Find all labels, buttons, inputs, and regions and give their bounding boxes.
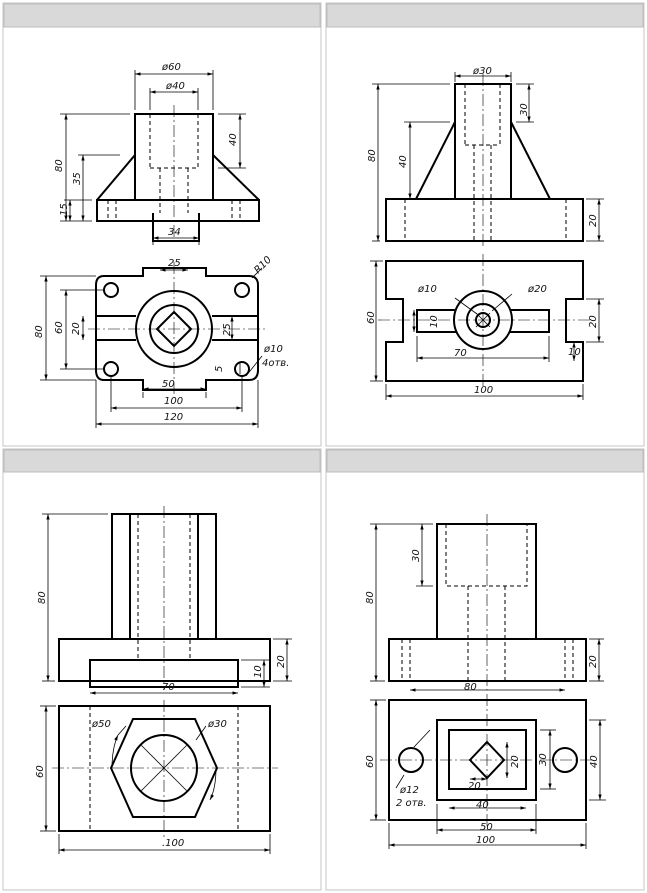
panel-header-bottom-right: [326, 449, 644, 473]
panel-header-bottom-left: [3, 449, 321, 473]
dim-w100: 100: [474, 385, 493, 396]
dim-h10: 10: [253, 665, 264, 678]
dim-h20: 20: [588, 655, 599, 668]
panel-header-top-right: [326, 3, 644, 28]
dim-d50: ø50: [91, 719, 111, 730]
dim-h40: 40: [228, 133, 239, 146]
dim-w50: 50: [162, 379, 175, 390]
dim-d40: ø40: [165, 81, 185, 92]
dim-v60: 60: [365, 755, 376, 768]
dim-v20: 20: [588, 315, 599, 328]
dim-d60: ø60: [161, 62, 181, 73]
dim-h80: 80: [365, 591, 376, 604]
dim-w40: 40: [476, 800, 489, 811]
dim-h25: 25: [222, 323, 233, 336]
front-view-1: ø60 ø40 40 80 35 15 34: [54, 62, 260, 245]
dim-v40: 40: [589, 755, 600, 768]
top-view-2: 60 ø10 ø20 10 70 20 10 100: [366, 254, 604, 400]
dim-w120: 120: [164, 412, 183, 423]
dim-v30: 30: [538, 753, 549, 766]
dim-d30: ø30: [207, 719, 227, 730]
dim-s20a: 20: [468, 781, 481, 792]
dim-d10: ø10: [263, 344, 283, 355]
dim-v60: 60: [366, 311, 377, 324]
dim-d20: ø20: [527, 284, 547, 295]
dim-v20: 20: [71, 322, 82, 335]
dim-s20b: 20: [510, 755, 521, 768]
dim-h40: 40: [398, 155, 409, 168]
front-view-3: 80 20 10 70: [37, 506, 292, 695]
dim-d30: ø30: [472, 66, 492, 77]
top-view-3: ø50 ø30 60 .100: [35, 700, 278, 854]
dim-holes: 4отв.: [262, 358, 289, 369]
top-view-4: 60 30 40 20 20 ø12 2 отв. 40 50 100: [365, 694, 606, 849]
dim-h80: 80: [367, 149, 378, 162]
dim-h15: 15: [59, 203, 70, 216]
dim-v60: 60: [35, 765, 46, 778]
dim-h20: 20: [588, 214, 599, 227]
dim-v80: 80: [34, 325, 45, 338]
front-view-4: 30 80 20 80: [365, 514, 604, 693]
dim-w100: .100: [162, 838, 184, 849]
dim-d10: ø10: [417, 284, 437, 295]
dim-w70: 70: [454, 348, 467, 359]
dim-holes: 2 отв.: [396, 798, 427, 809]
dim-w100: 100: [164, 396, 183, 407]
dim-s10: 10: [429, 315, 440, 328]
panel-top-left: ø60 ø40 40 80 35 15 34: [34, 62, 289, 428]
dim-h35: 35: [72, 172, 83, 185]
dim-h80: 80: [54, 159, 65, 172]
dim-h20: 20: [276, 655, 287, 668]
dim-h30: 30: [411, 549, 422, 562]
dim-w80: 80: [464, 682, 477, 693]
panel-bottom-left: 80 20 10 70 ø50 ø30 6: [35, 506, 292, 854]
dim-h5: 5: [214, 366, 225, 372]
dim-h30: 30: [519, 103, 530, 116]
dim-w100: 100: [476, 835, 495, 846]
dim-w50: 50: [480, 822, 493, 833]
front-view-2: ø30 30 80 40 20: [367, 66, 604, 248]
dim-w70: 70: [162, 682, 175, 693]
panel-header-top-left: [3, 3, 321, 28]
dim-w34: 34: [168, 227, 181, 238]
dim-w25: 25: [168, 258, 181, 269]
dim-v10: 10: [568, 347, 581, 358]
dim-h80: 80: [37, 591, 48, 604]
panel-top-right: ø30 30 80 40 20: [366, 66, 604, 400]
dim-v60: 60: [54, 321, 65, 334]
panel-bottom-right: 30 80 20 80: [365, 514, 606, 849]
dim-d12: ø12: [399, 785, 419, 796]
